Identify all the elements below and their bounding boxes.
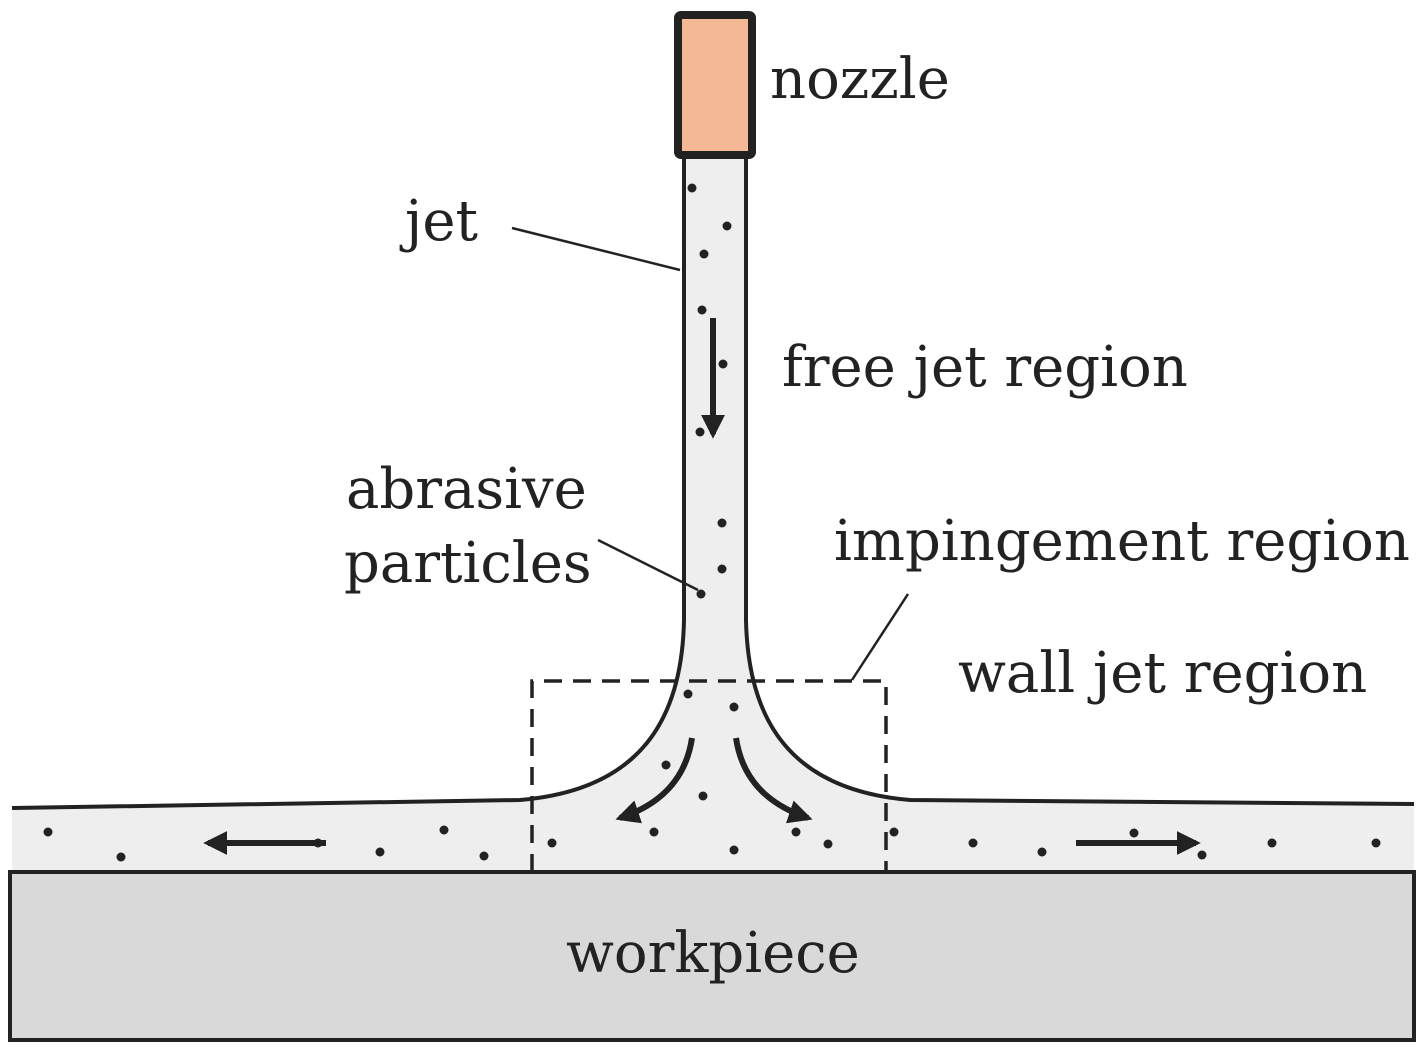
- particle-dot: [116, 852, 126, 862]
- particle-dot: [823, 839, 833, 849]
- particle-dot: [729, 845, 739, 855]
- particle-dot: [687, 183, 697, 193]
- impingement-leader-line: [850, 593, 910, 681]
- jet-boundary-left: [11, 155, 686, 810]
- nozzle-label: nozzle: [770, 47, 950, 112]
- particle-dot: [722, 221, 732, 231]
- particle-dot: [683, 689, 693, 699]
- abrasive-particles-label-line2: particles: [344, 531, 592, 596]
- particle-dot: [1267, 838, 1277, 848]
- particle-dot: [313, 838, 323, 848]
- particle-dot: [439, 825, 449, 835]
- jet-leader-line: [511, 226, 681, 272]
- particle-dot: [649, 827, 659, 837]
- particle-dot: [699, 249, 709, 259]
- particle-dot: [717, 564, 727, 574]
- abrasive-particles-label-line1: abrasive: [346, 457, 587, 522]
- particle-dot: [696, 589, 706, 599]
- abrasive-leader-line: [597, 538, 699, 592]
- workpiece-block: [8, 870, 1416, 1042]
- impingement-region-label: impingement region: [834, 509, 1410, 574]
- particle-dot: [791, 827, 801, 837]
- flow-arrow-curve-left: [615, 737, 695, 824]
- particle-dot: [375, 847, 385, 857]
- jet-label: jet: [399, 189, 479, 254]
- flow-arrow-curve-right: [733, 737, 813, 824]
- jet-boundary-right: [744, 155, 1415, 806]
- particle-dot: [697, 305, 707, 315]
- particle-dot: [718, 359, 728, 369]
- particle-dot: [1371, 838, 1381, 848]
- particle-dot: [661, 760, 671, 770]
- particle-dot: [889, 827, 899, 837]
- wall-jet-region-label: wall jet region: [958, 641, 1367, 706]
- particle-dot: [43, 827, 53, 837]
- particle-dot: [698, 791, 708, 801]
- particle-dot: [729, 702, 739, 712]
- free-jet-region-label: free jet region: [782, 335, 1188, 400]
- particle-dot: [1197, 850, 1207, 860]
- workpiece-label: workpiece: [566, 921, 860, 986]
- particle-dot: [968, 838, 978, 848]
- particle-dot: [479, 851, 489, 861]
- fluid-region: [12, 155, 1414, 872]
- nozzle-block: [674, 11, 756, 159]
- particle-dot: [695, 427, 705, 437]
- particle-dot: [717, 518, 727, 528]
- particle-dot: [1129, 828, 1139, 838]
- abrasive-particles: [43, 183, 1381, 862]
- impingement-region-box: [530, 679, 888, 872]
- particle-dot: [1037, 847, 1047, 857]
- particle-dot: [547, 838, 557, 848]
